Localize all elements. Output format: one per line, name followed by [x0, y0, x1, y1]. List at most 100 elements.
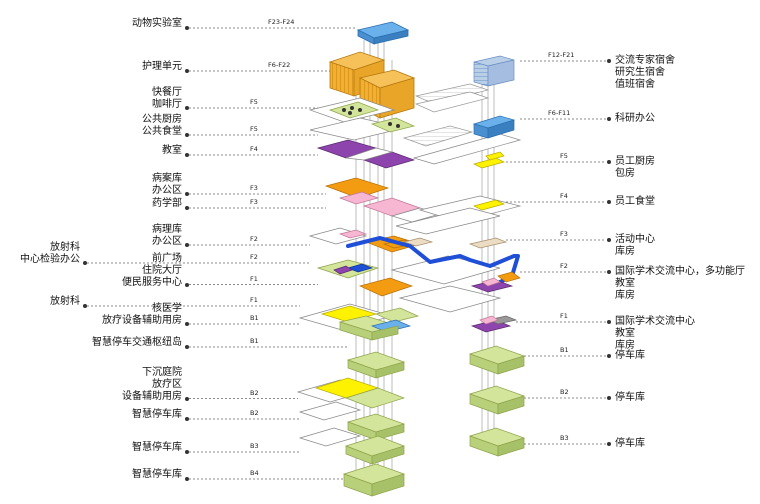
label-line: 国际学术交流中心，多功能厅	[615, 266, 745, 277]
label-line: 快餐厅	[152, 87, 182, 98]
label-radiology-center: 放射科中心检验办公	[20, 242, 80, 266]
label-line: 停车库	[615, 350, 645, 361]
label-radiology: 放射科	[50, 296, 80, 308]
label-exchange-f2: 国际学术交流中心，多功能厅教室库房	[615, 266, 745, 302]
leader-dot	[185, 243, 189, 247]
dorm-block	[473, 55, 515, 87]
label-line: 活动中心	[615, 234, 655, 245]
floor-tag: F3	[560, 230, 568, 238]
leader-dot	[185, 477, 189, 481]
label-cafe: 快餐厅咖啡厅	[152, 87, 182, 111]
label-line: 交流专家宿舍	[615, 55, 675, 66]
label-nursing-unit: 护理单元	[142, 61, 182, 73]
label-staff-canteen: 员工食堂	[615, 196, 655, 208]
leader-dot	[185, 282, 189, 287]
label-parking-b1: 停车库	[615, 350, 645, 362]
floor-tag: F5	[250, 125, 258, 133]
leader-dot	[185, 133, 189, 137]
leader-dot	[185, 153, 189, 157]
floor-tag: B4	[250, 469, 259, 477]
smart-parking-hub-floor	[346, 351, 406, 379]
floor-tag: B3	[250, 442, 259, 450]
label-line: 值班宿舍	[615, 79, 655, 90]
floor-tag: F3	[250, 184, 258, 192]
label-line: 教室	[162, 144, 182, 156]
label-line: 教室	[615, 328, 635, 339]
floor-tag: F2	[250, 235, 258, 243]
floor-tag: F5	[560, 152, 568, 160]
label-dorms: 交流专家宿舍研究生宿舍值班宿舍	[615, 55, 675, 91]
label-line: 智慧停车库	[132, 468, 182, 480]
label-staff-kitchen: 员工厨房包房	[615, 156, 655, 180]
label-line: 住院大厅	[142, 264, 182, 276]
floor-tag: F1	[250, 274, 258, 283]
leader-dot	[185, 69, 189, 73]
label-nuclear-medicine: 核医学放疗设备辅助用房	[102, 303, 182, 327]
public-kitchen-floor	[309, 117, 416, 141]
leader-dot	[607, 59, 611, 63]
label-line: 科研办公	[615, 113, 655, 124]
label-line: 设备辅助用房	[122, 390, 182, 402]
floor-tag: B1	[250, 314, 259, 322]
leader-dot	[185, 192, 189, 196]
floor-tag: F2	[560, 262, 568, 270]
leader-dot	[607, 238, 611, 242]
exchange-f1-block	[470, 315, 518, 333]
leader-dot	[185, 450, 189, 454]
staff-canteen-block	[473, 199, 505, 211]
label-line: 病理库	[152, 224, 182, 235]
label-line: 公共食堂	[142, 126, 182, 137]
floor-tag: F23-F24	[268, 18, 295, 26]
smart-parking-b3-floor	[298, 427, 406, 465]
floor-tag: F6-F22	[268, 61, 291, 69]
logistics-pipe	[346, 236, 520, 286]
label-line: 员工厨房	[615, 156, 655, 167]
label-line: 下沉庭院	[142, 366, 182, 378]
label-line: 中心检验办公	[20, 254, 80, 265]
bridge-f4	[402, 125, 522, 165]
leader-dot	[185, 106, 189, 110]
exchange-f2-block	[470, 271, 521, 293]
label-line: 动物实验室	[132, 17, 182, 29]
floor-tag: F3	[250, 198, 258, 206]
leader-lines	[87, 27, 606, 480]
leader-dot	[83, 304, 87, 308]
leader-dot	[185, 417, 189, 421]
floor-tag: F1	[560, 312, 568, 320]
label-line: 库房	[615, 290, 635, 301]
leader-dot	[607, 396, 611, 400]
floor-tag: F2	[250, 253, 258, 261]
label-activity-center: 活动中心库房	[615, 234, 655, 258]
label-animal-lab: 动物实验室	[132, 18, 182, 30]
label-line: 护理单元	[142, 60, 182, 72]
label-classroom: 教室	[162, 145, 182, 157]
parking-b3-block	[468, 427, 526, 457]
label-line: 员工食堂	[615, 196, 655, 207]
nursing-unit-block	[328, 51, 416, 119]
label-line: 放疗区	[152, 378, 182, 390]
label-line: 放射科	[50, 242, 80, 253]
label-smart-parking-b2: 智慧停车库	[132, 409, 182, 421]
label-line: 放疗设备辅助用房	[102, 315, 182, 326]
label-pathology: 病理库办公区	[152, 224, 182, 248]
floor-tag: F4	[560, 192, 568, 200]
label-line: 包房	[615, 168, 635, 179]
animal-lab-block	[356, 21, 410, 45]
smart-parking-b2-floor	[298, 401, 406, 441]
label-line: 前广场	[152, 252, 182, 264]
label-smart-parking-b3: 智慧停车库	[132, 442, 182, 454]
classroom-floor	[316, 139, 416, 169]
floor-tag: F5	[250, 98, 258, 106]
floor-tag: F12-F21	[548, 51, 575, 59]
label-line: 停车库	[615, 438, 645, 449]
parking-b2-block	[468, 385, 526, 415]
label-line: 办公区	[152, 185, 182, 196]
leader-dot	[185, 396, 189, 401]
label-exchange-f1: 国际学术交流中心教室库房	[615, 316, 695, 352]
cafe-floor	[308, 97, 396, 123]
label-sunken-courtyard: 下沉庭院放疗区设备辅助用房	[122, 367, 182, 403]
staff-kitchen-block	[473, 151, 505, 169]
label-line: 办公区	[152, 236, 182, 247]
